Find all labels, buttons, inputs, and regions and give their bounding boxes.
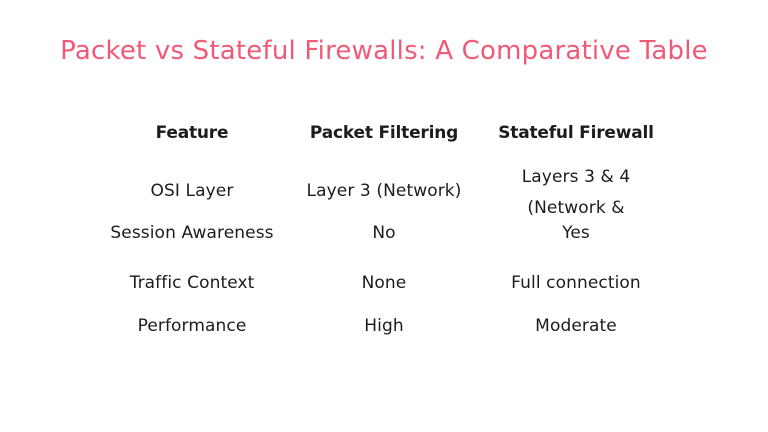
cell-packet-performance: High [364, 316, 404, 336]
cell-feature-osi-layer: OSI Layer [150, 181, 234, 201]
column-header-feature: Feature [155, 123, 229, 143]
cell-feature-session-awareness: Session Awareness [110, 223, 274, 243]
comparison-table: Feature Packet Filtering Stateful Firewa… [96, 112, 672, 350]
cell-packet-traffic-context: None [361, 273, 407, 293]
cell-stateful-session-awareness: Yes [562, 223, 590, 243]
page-title: Packet vs Stateful Firewalls: A Comparat… [60, 36, 708, 66]
column-header-stateful-firewall: Stateful Firewall [498, 123, 654, 143]
cell-stateful-osi-layer: Layers 3 & 4 (Network & [521, 167, 631, 218]
table-row: Performance High Moderate [96, 307, 672, 350]
table-header-row: Feature Packet Filtering Stateful Firewa… [96, 112, 672, 156]
column-header-packet-filtering: Packet Filtering [309, 123, 459, 143]
cell-stateful-traffic-context: Full connection [511, 273, 641, 293]
cell-packet-session-awareness: No [372, 223, 396, 243]
table-row: Session Awareness No Yes [96, 218, 672, 264]
cell-stateful-performance: Moderate [535, 316, 617, 336]
cell-packet-osi-layer: Layer 3 (Network) [306, 181, 462, 201]
cell-feature-performance: Performance [137, 316, 247, 336]
cell-feature-traffic-context: Traffic Context [129, 273, 255, 293]
table-row: Traffic Context None Full connection [96, 264, 672, 307]
table-row: OSI Layer Layer 3 (Network) Layers 3 & 4… [96, 156, 672, 218]
